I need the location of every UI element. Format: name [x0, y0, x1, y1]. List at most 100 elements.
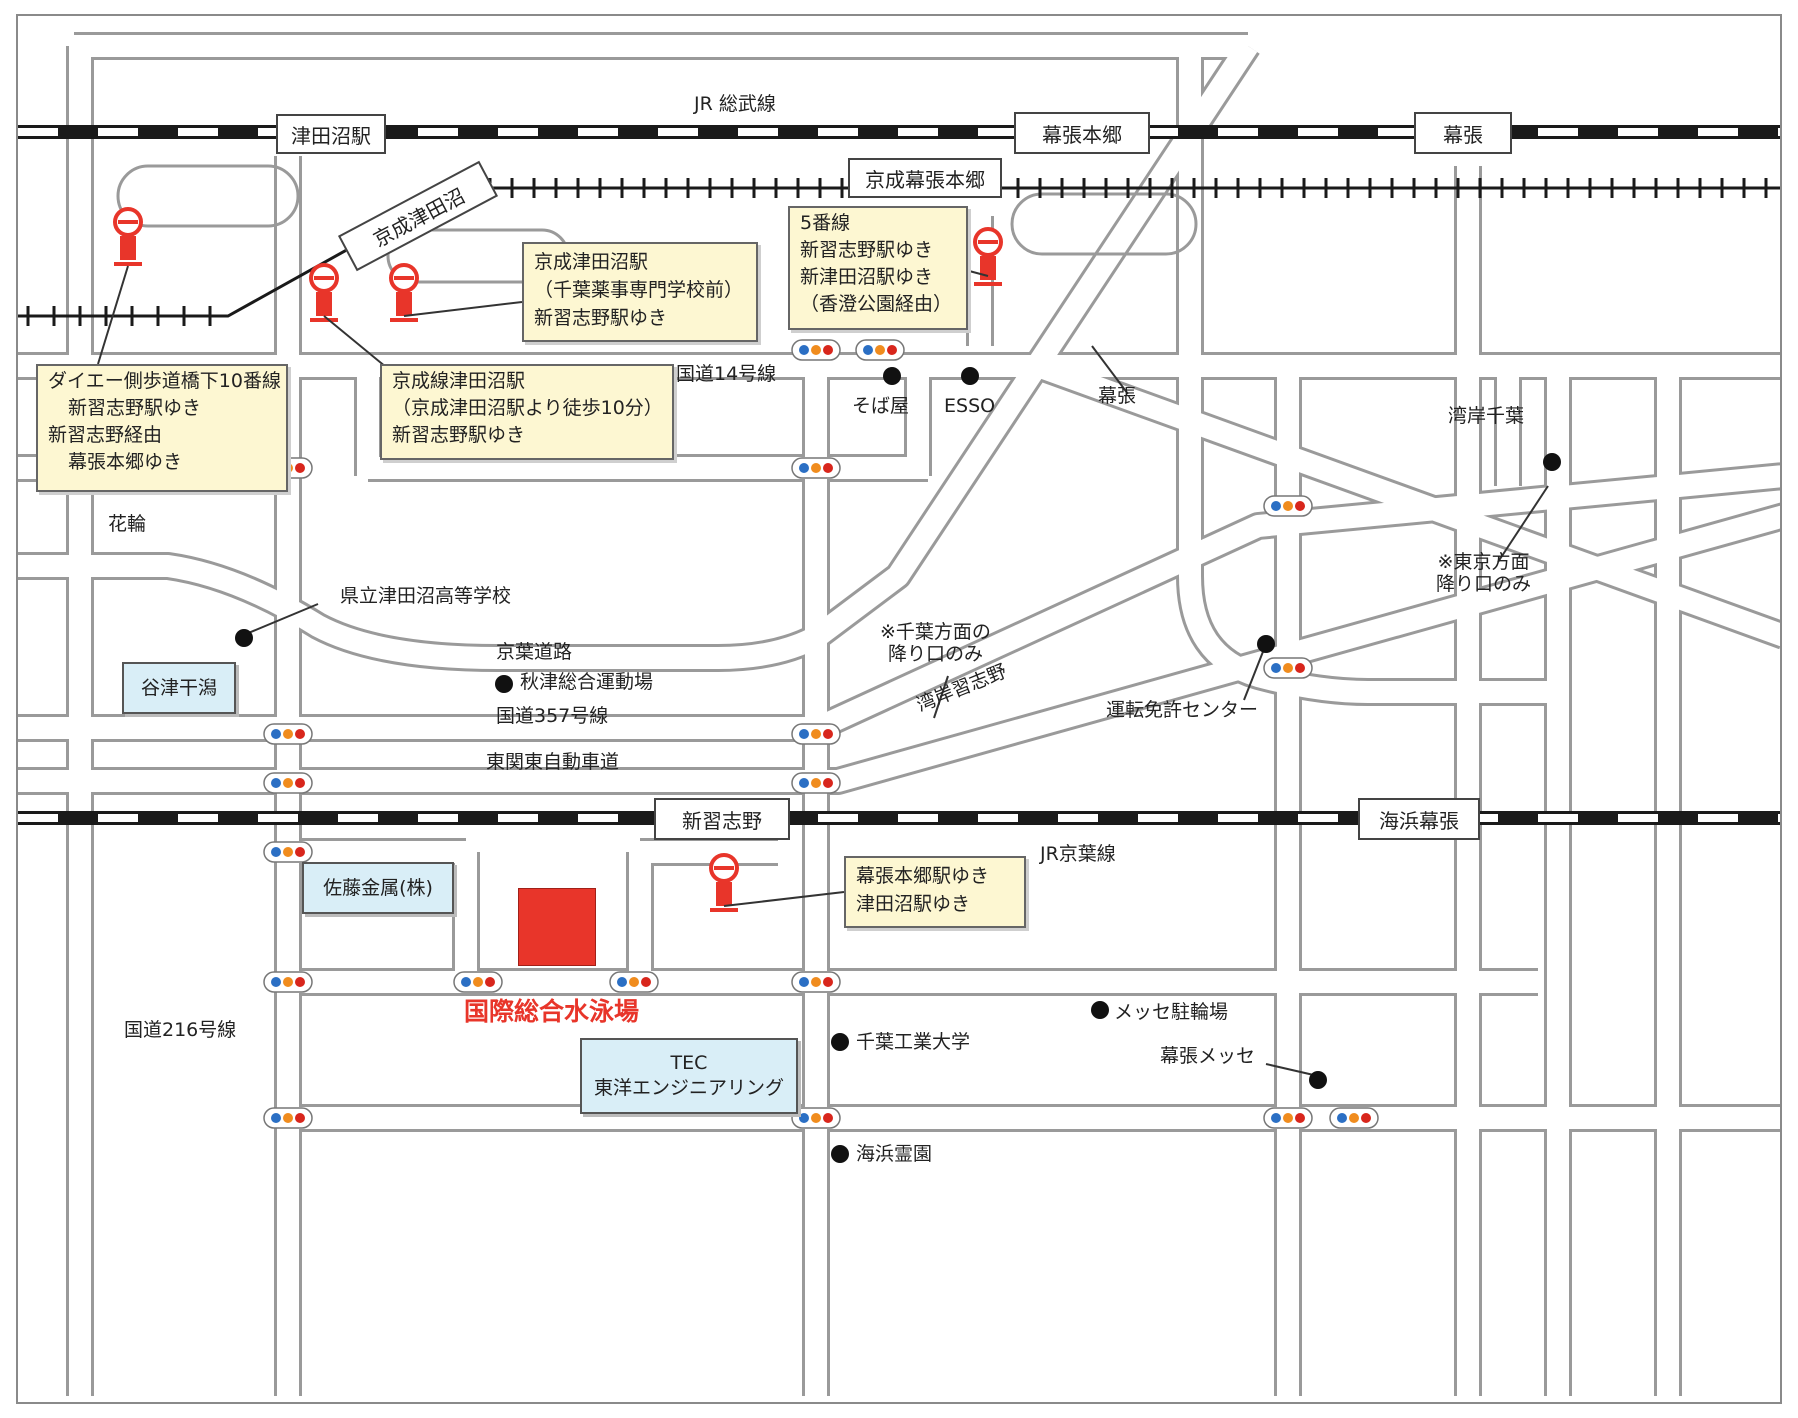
signal-lamp: [283, 977, 293, 987]
bus-stop-body: [120, 236, 136, 260]
callout-line5-line1: 5番線: [800, 212, 851, 234]
signal-lamp: [823, 729, 833, 739]
signal-lamp: [629, 977, 639, 987]
station-makuhari-hongo: 幕張本郷: [1014, 112, 1150, 154]
access-map: 津田沼駅 幕張本郷 幕張 京成幕張本郷 新習志野 海浜幕張 京成津田沼 JR 総…: [16, 14, 1782, 1404]
facility-tec-line2: 東洋エンジニアリング: [593, 1077, 784, 1099]
signal-lamp: [811, 778, 821, 788]
signal-lamp: [271, 847, 281, 857]
landmark-dot: [1091, 1001, 1109, 1019]
station-makuhari: 幕張: [1414, 112, 1512, 154]
signal-lamp: [799, 1113, 809, 1123]
signal-lamp: [1283, 663, 1293, 673]
callout-shin-narashino-line1: 幕張本郷駅ゆき: [856, 865, 990, 887]
callout-shin-narashino-line2: 津田沼駅ゆき: [856, 893, 971, 915]
road-fill: [18, 39, 1258, 669]
landmark-dot: [831, 1145, 849, 1163]
landmark-license: 運転免許センター: [1106, 699, 1259, 721]
signal-lamp: [295, 463, 305, 473]
road-fill: [1034, 355, 1780, 647]
signal-lamp: [271, 778, 281, 788]
signal-lamp: [473, 977, 483, 987]
pool-marker: [518, 888, 596, 966]
label-jr-sobu: JR 総武線: [694, 93, 776, 115]
callout-line5-line4: （香澄公園経由）: [800, 293, 953, 315]
callout-keisei-station-line3: 新習志野駅ゆき: [534, 307, 668, 329]
callout-keisei-walk-line1: 京成線津田沼駅: [392, 370, 526, 392]
map-graphics: [18, 32, 1780, 1396]
leader-line: [1265, 1063, 1319, 1077]
signal-lamp: [617, 977, 627, 987]
callout-keisei-station: 京成津田沼駅 （千葉薬事専門学校前） 新習志野駅ゆき: [522, 242, 758, 342]
landmark-dot: [883, 367, 901, 385]
leader-line: [1091, 345, 1129, 395]
callout-keisei-walk-line2: （京成津田沼駅より徒歩10分）: [392, 397, 663, 419]
station-keisei-makuhari-hongo: 京成幕張本郷: [848, 158, 1002, 198]
landmark-kenritsu: 県立津田沼高等学校: [340, 585, 512, 607]
note-chiba-only: ※千葉方面の 降り口のみ: [880, 621, 991, 666]
landmark-soba: そば屋: [852, 395, 910, 417]
landmark-dot: [1543, 453, 1561, 471]
signal-lamp: [811, 1113, 821, 1123]
callout-keisei-station-line2: （千葉薬事専門学校前）: [534, 279, 744, 301]
signal-lamp: [271, 1113, 281, 1123]
signal-lamp: [811, 463, 821, 473]
leader-line: [323, 315, 393, 373]
bus-stop-body: [980, 256, 996, 280]
signal-lamp: [1337, 1113, 1347, 1123]
signal-lamp: [823, 345, 833, 355]
leader-line: [723, 891, 845, 907]
signal-lamp: [295, 1113, 305, 1123]
signal-lamp: [799, 345, 809, 355]
leader-line: [933, 675, 949, 719]
rotary-loop: [1010, 192, 1198, 256]
signal-lamp: [283, 1113, 293, 1123]
leader-line: [245, 603, 319, 635]
signal-lamp: [799, 977, 809, 987]
signal-lamp: [799, 729, 809, 739]
callout-daiei: ダイエー側歩道橋下10番線 新習志野駅ゆき 新習志野経由 幕張本郷ゆき: [36, 364, 288, 492]
leader-line: [1243, 643, 1267, 701]
signal-lamp: [1283, 1113, 1293, 1123]
pool-label: 国際総合水泳場: [464, 997, 640, 1026]
signal-lamp: [271, 729, 281, 739]
signal-lamp: [823, 778, 833, 788]
signal-lamp: [295, 729, 305, 739]
signal-lamp: [283, 729, 293, 739]
callout-line5: 5番線 新習志野駅ゆき 新津田沼駅ゆき （香澄公園経由）: [788, 206, 968, 330]
landmark-dot: [1309, 1071, 1327, 1089]
signal-lamp: [875, 345, 885, 355]
signal-lamp: [283, 847, 293, 857]
signal-lamp: [823, 977, 833, 987]
signal-lamp: [641, 977, 651, 987]
label-keiyo-doro: 京葉道路: [496, 641, 573, 663]
signal-lamp: [823, 463, 833, 473]
signal-lamp: [271, 977, 281, 987]
signal-lamp: [863, 345, 873, 355]
callout-shin-narashino: 幕張本郷駅ゆき 津田沼駅ゆき: [844, 856, 1026, 928]
station-kaihin-makuhari: 海浜幕張: [1358, 798, 1480, 840]
signal-lamp: [823, 1113, 833, 1123]
label-makuhari-road: 幕張: [1098, 385, 1137, 407]
note-chiba-line1: ※千葉方面の: [880, 621, 991, 643]
facility-tec-line1: TEC: [670, 1052, 708, 1075]
signal-lamp: [1295, 663, 1305, 673]
label-route14: 国道14号線: [676, 363, 777, 385]
callout-daiei-line3: 新習志野経由: [48, 424, 163, 446]
landmark-dot: [1257, 635, 1275, 653]
callout-line5-line2: 新習志野駅ゆき: [800, 239, 934, 261]
signal-lamp: [811, 345, 821, 355]
signal-lamp: [1295, 1113, 1305, 1123]
station-tsudanuma: 津田沼駅: [276, 114, 386, 154]
leader-line: [97, 265, 129, 365]
landmark-dot: [495, 675, 513, 693]
callout-keisei-station-line1: 京成津田沼駅: [534, 251, 649, 273]
label-jr-keiyo: JR京葉線: [1040, 843, 1116, 865]
signal-lamp: [485, 977, 495, 987]
label-higashi-kanto: 東関東自動車道: [486, 751, 620, 773]
signal-lamp: [887, 345, 897, 355]
station-shin-narashino: 新習志野: [654, 798, 790, 840]
signal-lamp: [1271, 663, 1281, 673]
signal-lamp: [461, 977, 471, 987]
callout-daiei-line2: 新習志野駅ゆき: [68, 397, 202, 419]
